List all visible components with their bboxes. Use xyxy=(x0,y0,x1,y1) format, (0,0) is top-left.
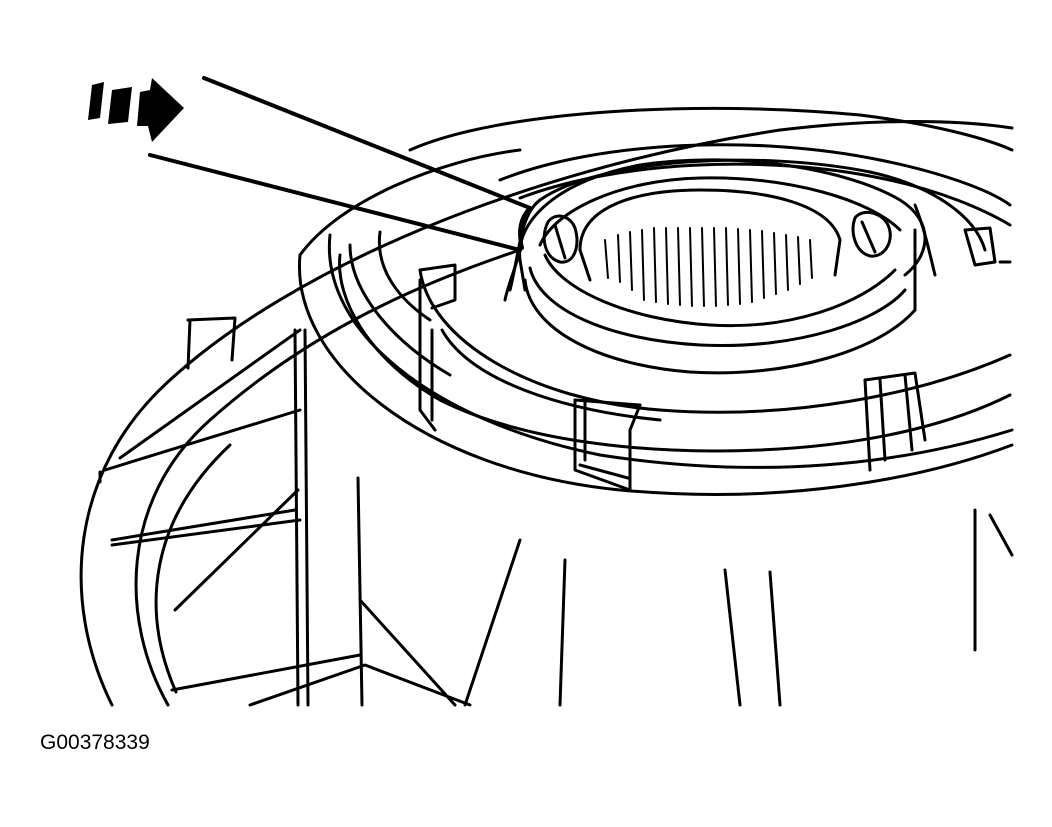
snap-ring xyxy=(503,158,987,302)
dashed-arrow-icon xyxy=(88,78,184,142)
housing-ribs xyxy=(98,316,1014,707)
bearing-hub xyxy=(518,158,927,375)
figure-id-label: G00378339 xyxy=(40,731,150,754)
retainer-tabs xyxy=(573,226,1012,492)
bearing-lugs xyxy=(542,210,892,264)
spline-bore xyxy=(578,188,842,282)
pick-tool xyxy=(148,76,532,252)
housing-outer-rim xyxy=(79,120,1014,707)
spline-teeth xyxy=(604,227,813,307)
housing-middle-ring xyxy=(297,106,1014,496)
